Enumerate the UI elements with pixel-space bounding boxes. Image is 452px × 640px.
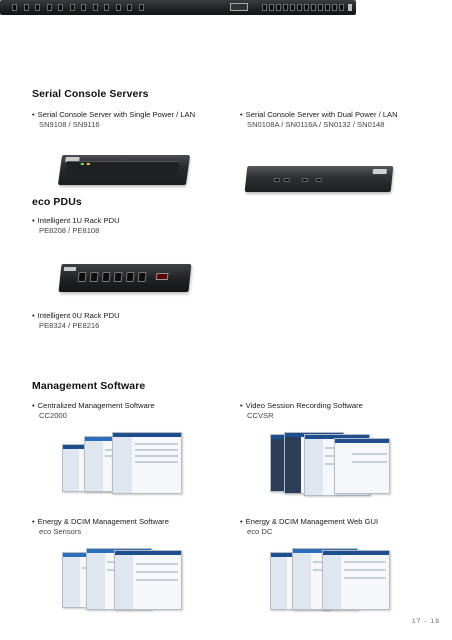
list-item-eco-sensors: Energy & DCIM Management Software eco Se… [32, 517, 169, 537]
item-title: Intelligent 0U Rack PDU [32, 311, 120, 321]
item-title: Energy & DCIM Management Software [32, 517, 169, 527]
item-models: SN0108A / SN0116A / SN0132 / SN0148 [247, 120, 385, 129]
pdu-outlet [262, 4, 267, 11]
list-item-cc2000: Centralized Management Software CC2000 [32, 401, 155, 421]
brand-logo [372, 169, 388, 174]
list-item-eco-dc: Energy & DCIM Management Web GUI eco DC [240, 517, 378, 537]
serial-console-single-image [57, 155, 191, 185]
item-models: CC2000 [39, 411, 67, 420]
pdu-outlet [12, 4, 17, 11]
pdu-0u-image [0, 0, 356, 15]
pdu-outlet [290, 4, 295, 11]
list-item-pdu-0u: Intelligent 0U Rack PDU PE8324 / PE8216 [32, 311, 120, 331]
pdu-outlet [104, 4, 109, 11]
pdu-outlet [138, 4, 144, 11]
item-models: eco Sensors [39, 527, 82, 536]
pdu-outlet [318, 4, 323, 11]
pdu-outlet [46, 4, 52, 11]
section-title-management-software: Management Software [32, 380, 146, 392]
pdu-outlet [58, 4, 63, 11]
pdu-outlet [283, 4, 288, 11]
pdu-outlet [297, 4, 302, 11]
pdu-outlet [35, 4, 40, 11]
section-title-eco-pdus: eco PDUs [32, 196, 82, 208]
pdu-outlet [304, 4, 309, 11]
eco-dc-screenshots [270, 546, 400, 614]
pdu-outlet [339, 4, 344, 11]
pdu-outlet [276, 4, 281, 11]
pdu-outlet [332, 4, 337, 11]
pdu-outlet [269, 4, 274, 11]
ccvsr-screenshots [270, 430, 400, 502]
item-title: Video Session Recording Software [240, 401, 363, 411]
pdu-outlet [23, 4, 29, 11]
pdu-outlet [81, 4, 86, 11]
item-title: Intelligent 1U Rack PDU [32, 216, 120, 226]
item-title: Serial Console Server with Dual Power / … [240, 110, 398, 120]
pdu-outlet [325, 4, 330, 11]
pdu-outlet [311, 4, 316, 11]
pdu-outlet [92, 4, 98, 11]
brand-logo [63, 267, 77, 271]
item-title: Energy & DCIM Management Web GUI [240, 517, 378, 527]
item-models: eco DC [247, 527, 273, 536]
section-title-serial-console-servers: Serial Console Servers [32, 88, 149, 100]
pdu-outlet [115, 4, 121, 11]
cc2000-screenshots [62, 430, 192, 502]
list-item-ccvsr: Video Session Recording Software CCVSR [240, 401, 363, 421]
list-item-serial-dual: Serial Console Server with Dual Power / … [240, 110, 398, 130]
pdu-outlet [69, 4, 75, 11]
item-title: Serial Console Server with Single Power … [32, 110, 195, 120]
serial-console-dual-image [244, 166, 394, 192]
page-numbers: 17 - 18 [411, 618, 440, 625]
item-title: Centralized Management Software [32, 401, 155, 411]
pdu-1u-image [58, 264, 192, 292]
item-models: PE8324 / PE8216 [39, 321, 100, 330]
eco-sensors-screenshots [62, 546, 192, 614]
list-item-pdu-1u: Intelligent 1U Rack PDU PE8208 / PE8108 [32, 216, 120, 236]
pdu-outlet [127, 4, 132, 11]
brand-logo [348, 4, 352, 11]
item-models: CCVSR [247, 411, 274, 420]
item-models: PE8208 / PE8108 [39, 226, 100, 235]
item-models: SN9108 / SN9116 [39, 120, 100, 129]
list-item-serial-single: Serial Console Server with Single Power … [32, 110, 195, 130]
